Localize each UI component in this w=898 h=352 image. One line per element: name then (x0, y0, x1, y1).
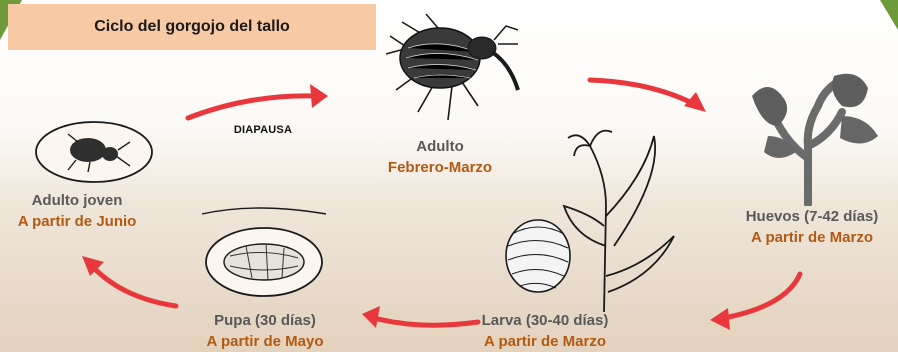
young-adult-drawing (35, 121, 153, 183)
eggs-plant-drawing (752, 73, 878, 206)
diagram-title: Ciclo del gorgojo del tallo (94, 18, 290, 35)
arrow-adulto-to-huevos (587, 77, 697, 107)
label-adulto: Adulto Febrero-Marzo (360, 136, 520, 178)
arrow-huevos-to-larva (721, 271, 803, 321)
stage-period-larva: A partir de Marzo (484, 333, 606, 350)
stage-name-pupa: Pupa (30 días) (214, 312, 316, 329)
stage-period-huevos: A partir de Marzo (751, 229, 873, 246)
stage-name-adulto-joven: Adulto joven (31, 192, 123, 209)
arrow-pupa-to-joven (89, 263, 179, 309)
diapausa-label: DIAPAUSA (233, 124, 293, 136)
title-box: Ciclo del gorgojo del tallo (8, 4, 376, 50)
stage-period-pupa: A partir de Mayo (206, 333, 324, 350)
label-huevos: Huevos (7-42 días) A partir de Marzo (726, 206, 898, 248)
pupa-drawing (201, 207, 327, 297)
larva-plant-drawing (505, 129, 675, 312)
arrow-larva-to-pupa (371, 315, 481, 328)
corner-leaf-right (880, 0, 898, 30)
stage-period-adulto: Febrero-Marzo (387, 159, 493, 176)
stage-name-adulto: Adulto (416, 138, 464, 155)
adult-weevil-drawing (385, 13, 520, 121)
stage-name-larva: Larva (30-40 días) (481, 312, 609, 329)
stage-period-adulto-joven: A partir de Junio (17, 213, 137, 230)
label-larva: Larva (30-40 días) A partir de Marzo (470, 310, 620, 352)
arrow-joven-to-adulto (185, 93, 319, 121)
label-adulto-joven: Adulto joven A partir de Junio (2, 190, 152, 232)
larva-body (505, 219, 571, 293)
label-pupa: Pupa (30 días) A partir de Mayo (180, 310, 350, 352)
stage-name-huevos: Huevos (7-42 días) (745, 208, 879, 225)
